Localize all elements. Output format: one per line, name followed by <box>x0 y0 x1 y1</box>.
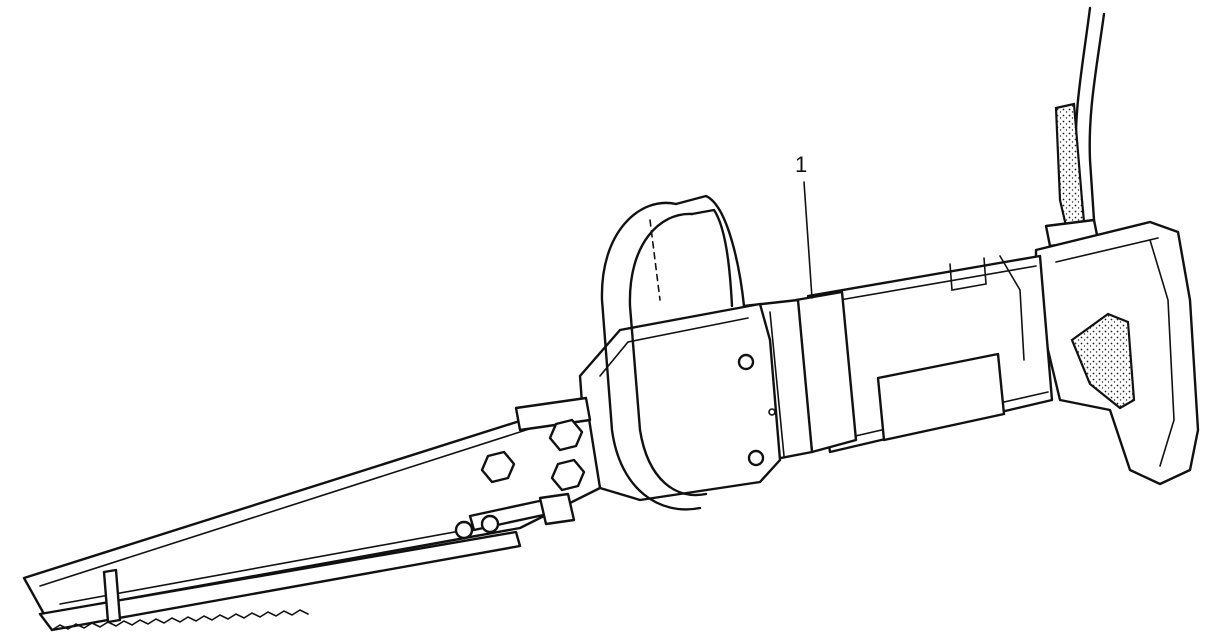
callout-label-1: 1 <box>795 152 807 177</box>
power-cable <box>1044 6 1106 248</box>
plunger-rod <box>454 492 576 540</box>
rear-handle <box>1034 220 1200 486</box>
blade-pin <box>102 568 122 624</box>
cable-strain-relief <box>1054 102 1086 228</box>
clamp-screw <box>454 520 474 540</box>
callout-1: 1 <box>795 152 813 299</box>
saw-blade <box>38 530 522 632</box>
housing-bolt <box>747 449 765 467</box>
switch-plate <box>876 352 1006 442</box>
housing-bolt <box>737 353 755 371</box>
clamp-screw <box>480 514 500 534</box>
motor-housing <box>806 254 1054 454</box>
loop-handle <box>600 194 746 511</box>
trigger-grip <box>1070 312 1136 410</box>
guide-bolts <box>480 418 586 492</box>
